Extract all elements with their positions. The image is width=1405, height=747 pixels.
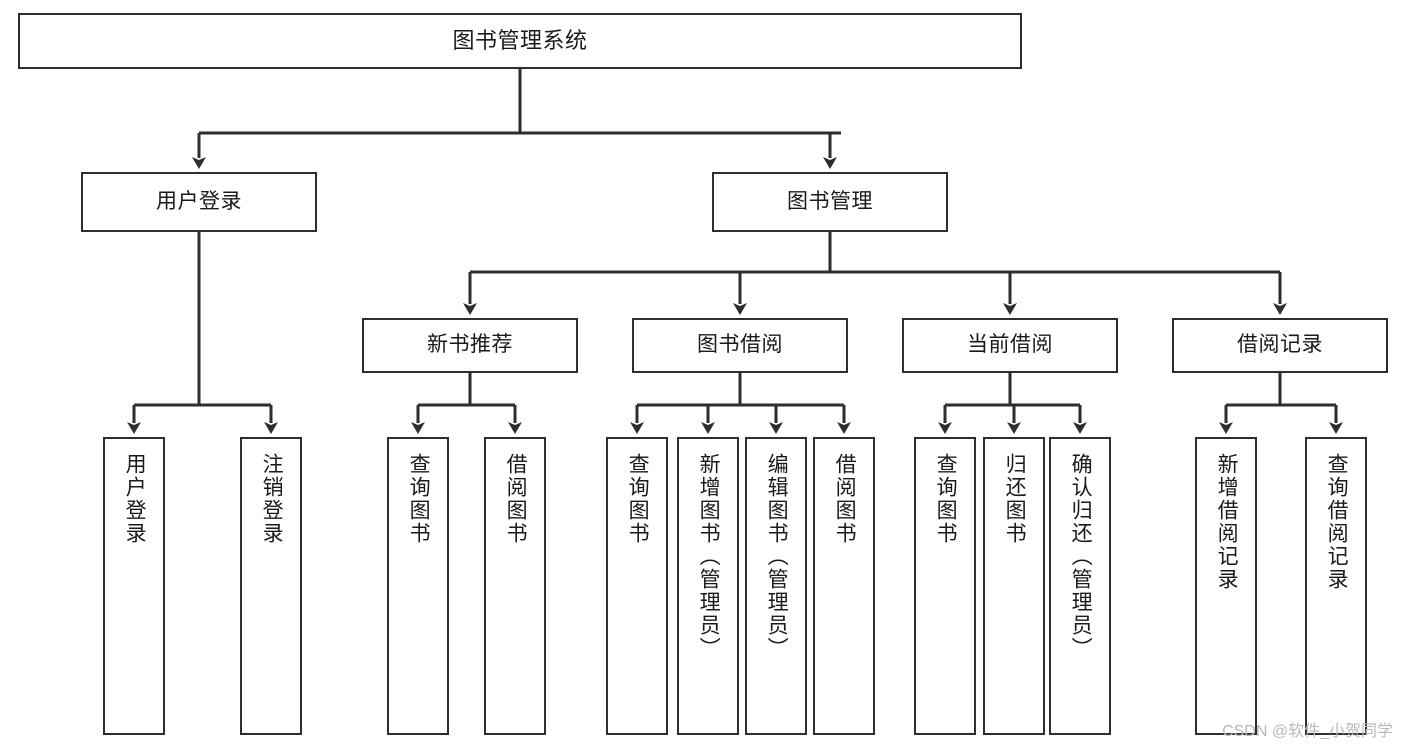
node-label: 新增借阅记录 — [1215, 453, 1239, 591]
leaf-query-book-current[interactable]: 查询图书 — [914, 437, 976, 735]
node-user-login[interactable]: 用户登录 — [81, 172, 317, 232]
node-label: 查询图书 — [934, 453, 958, 545]
node-label: 查询图书 — [626, 453, 650, 545]
node-label: 当前借阅 — [967, 333, 1053, 357]
node-new-book-recommend[interactable]: 新书推荐 — [362, 318, 578, 373]
node-borrow-record[interactable]: 借阅记录 — [1172, 318, 1388, 373]
leaf-borrow-book-recommend[interactable]: 借阅图书 — [484, 437, 546, 735]
leaf-confirm-return-admin[interactable]: 确认归还（管理员） — [1049, 437, 1111, 735]
node-book-borrow[interactable]: 图书借阅 — [632, 318, 848, 373]
node-label: 借阅图书 — [833, 453, 857, 545]
node-label: 查询借阅记录 — [1325, 453, 1349, 591]
node-label: 归还图书 — [1003, 453, 1027, 545]
node-label: 借阅图书 — [504, 453, 528, 545]
node-label: 用户登录 — [123, 453, 147, 545]
node-current-borrow[interactable]: 当前借阅 — [902, 318, 1118, 373]
node-root-system[interactable]: 图书管理系统 — [18, 13, 1022, 69]
node-label: 借阅记录 — [1237, 333, 1323, 357]
node-label: 图书管理 — [787, 189, 873, 213]
node-label: 图书借阅 — [697, 333, 783, 357]
node-label: 新书推荐 — [427, 333, 513, 357]
leaf-user-login[interactable]: 用户登录 — [103, 437, 165, 735]
node-label: 新增图书（管理员） — [697, 453, 721, 660]
leaf-return-book[interactable]: 归还图书 — [983, 437, 1045, 735]
leaf-logout[interactable]: 注销登录 — [240, 437, 302, 735]
leaf-query-book-borrow[interactable]: 查询图书 — [606, 437, 668, 735]
leaf-add-borrow-record[interactable]: 新增借阅记录 — [1195, 437, 1257, 735]
node-label: 用户登录 — [156, 189, 242, 213]
node-book-manage[interactable]: 图书管理 — [712, 172, 948, 232]
watermark-text: CSDN @软件_小贺同学 — [1222, 723, 1393, 740]
node-label: 编辑图书（管理员） — [765, 453, 789, 660]
leaf-query-borrow-record[interactable]: 查询借阅记录 — [1305, 437, 1367, 735]
leaf-query-book-recommend[interactable]: 查询图书 — [387, 437, 449, 735]
leaf-edit-book-admin[interactable]: 编辑图书（管理员） — [745, 437, 807, 735]
leaf-borrow-book[interactable]: 借阅图书 — [813, 437, 875, 735]
node-label: 注销登录 — [260, 453, 284, 545]
node-label: 查询图书 — [407, 453, 431, 545]
node-label: 图书管理系统 — [452, 28, 588, 54]
leaf-add-book-admin[interactable]: 新增图书（管理员） — [677, 437, 739, 735]
node-label: 确认归还（管理员） — [1069, 453, 1093, 660]
